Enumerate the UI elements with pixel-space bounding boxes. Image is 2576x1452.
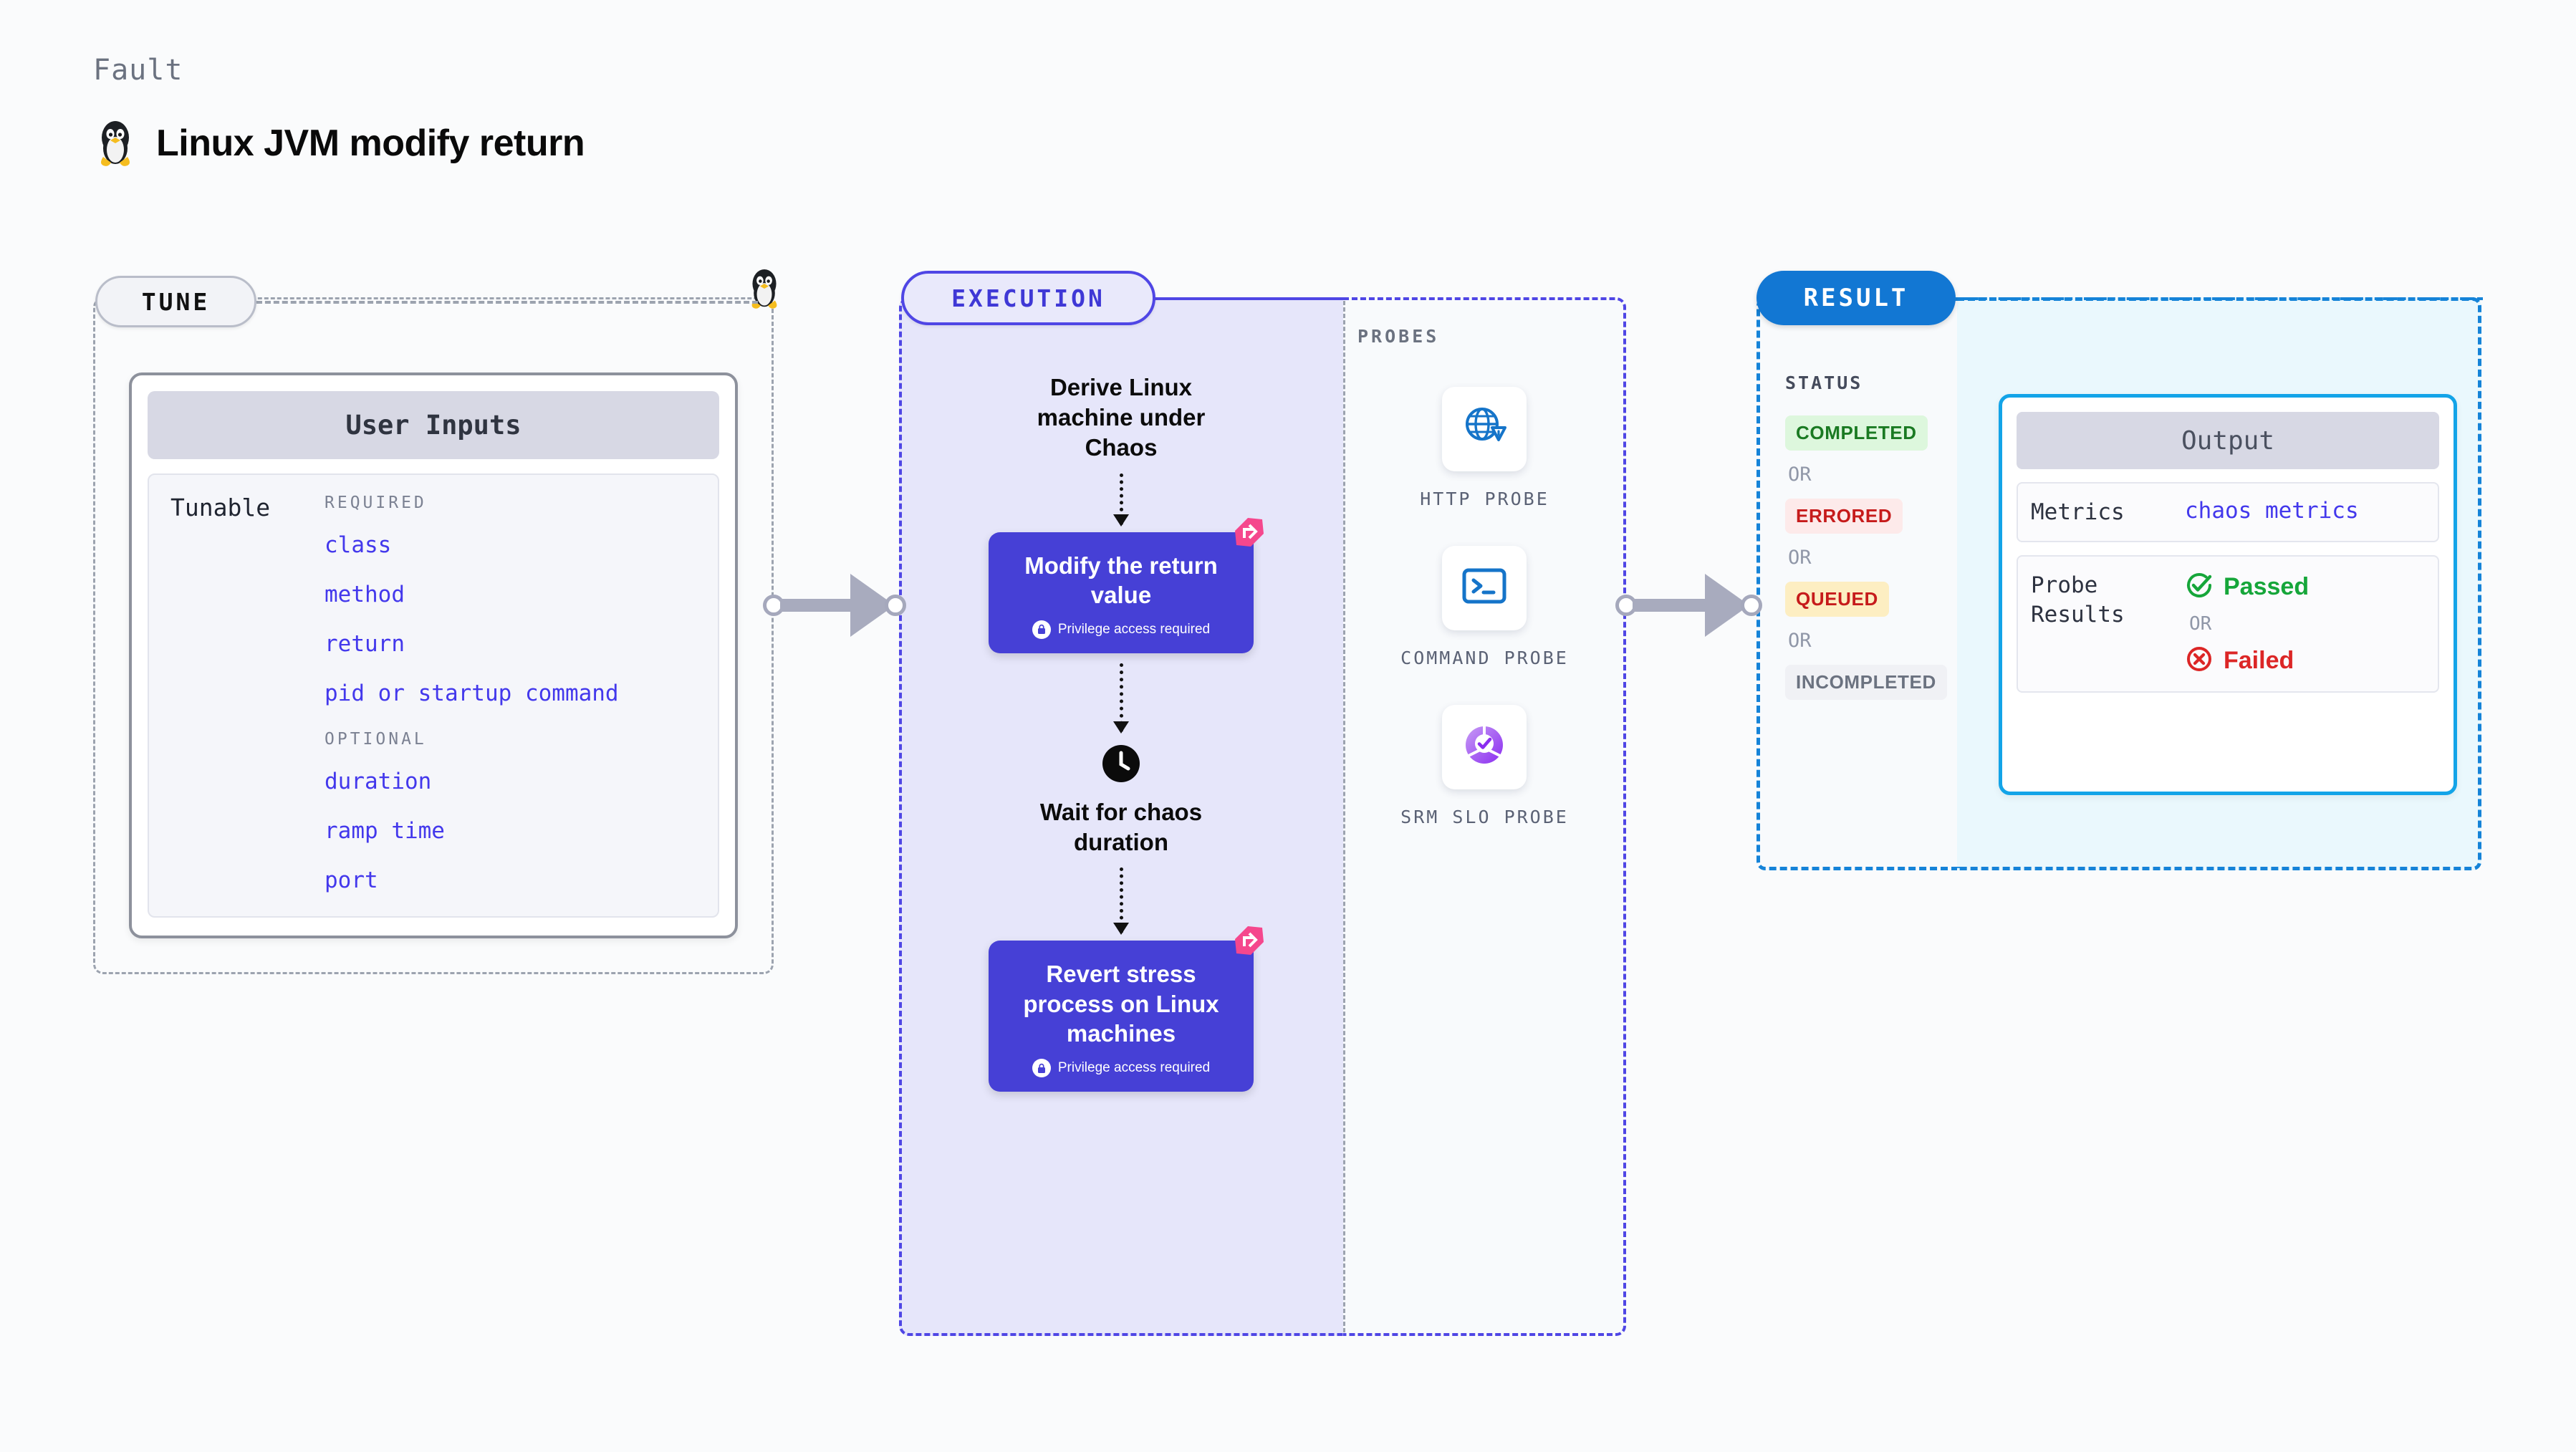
status-badge-completed: COMPLETED: [1785, 415, 1928, 451]
step-wait-for-chaos-duration: Wait for chaos duration: [1039, 798, 1203, 856]
tunable-list: REQUIRED class method return pid or star…: [325, 494, 718, 916]
probe-http-label: HTTP PROBE: [1420, 489, 1549, 509]
output-title: Output: [2017, 412, 2439, 469]
probe-result-passed: Passed: [2185, 571, 2309, 603]
privilege-note-1-label: Privilege access required: [1057, 621, 1211, 637]
probe-result-failed-label: Failed: [2224, 647, 2294, 675]
tunable-ramp-time[interactable]: ramp time: [325, 818, 445, 844]
step-modify-return-value[interactable]: Modify the return value Privilege access…: [989, 517, 1264, 653]
probe-command[interactable]: COMMAND PROBE: [1400, 545, 1569, 670]
execution-leader-line: [1155, 297, 1342, 300]
status-badge-incompleted: INCOMPLETED: [1785, 665, 1947, 700]
result-pill[interactable]: RESULT: [1756, 271, 1956, 325]
user-inputs-body: Tunable REQUIRED class method return pid…: [148, 473, 719, 918]
tunable-class[interactable]: class: [325, 532, 392, 558]
fault-badge-icon: [1232, 925, 1265, 961]
connector-tune-to-execution: [763, 573, 906, 638]
tune-linux-tux-icon: [745, 266, 784, 314]
status-badge-queued: QUEUED: [1785, 582, 1889, 617]
page-title: Linux JVM modify return: [156, 122, 585, 164]
step-revert-stress-process[interactable]: Revert stress process on Linux machines …: [989, 926, 1264, 1092]
connector-probes-to-result: [1615, 573, 1762, 638]
privilege-note-1: Privilege access required: [1003, 620, 1239, 639]
probes-list: HTTP PROBE COMMAND PROBE: [1343, 387, 1626, 829]
probe-command-label: COMMAND PROBE: [1400, 647, 1569, 668]
privilege-note-2: Privilege access required: [1003, 1059, 1239, 1078]
output-row-metrics: Metrics chaos metrics: [2017, 482, 2439, 543]
tune-panel: [93, 297, 774, 974]
status-badge-errored: ERRORED: [1785, 499, 1903, 534]
tunable-method[interactable]: method: [325, 582, 405, 607]
step-modify-return-value-label: Modify the return value: [1024, 552, 1218, 609]
tunable-pid-or-startup-command[interactable]: pid or startup command: [325, 681, 619, 706]
execution-panel: [899, 297, 1343, 1336]
probe-result-or: OR: [2189, 613, 2212, 635]
probe-srm-slo-label: SRM SLO PROBE: [1400, 806, 1569, 827]
probe-result-passed-label: Passed: [2224, 573, 2310, 601]
status-or-1: OR: [1788, 463, 1812, 486]
x-circle-icon: [2185, 645, 2214, 677]
execution-flow: Derive Linux machine under Chaos Modify …: [899, 372, 1343, 1092]
check-circle-icon: [2185, 571, 2214, 603]
probes-divider: [1343, 301, 1345, 1332]
linux-tux-icon: [93, 118, 138, 168]
fault-eyebrow-label: Fault: [93, 54, 183, 87]
execution-pill[interactable]: EXECUTION: [901, 271, 1155, 325]
step-revert-stress-process-label: Revert stress process on Linux machines: [1023, 961, 1219, 1047]
status-list: COMPLETED OR ERRORED OR QUEUED OR INCOMP…: [1785, 415, 1950, 700]
lock-icon: [1032, 1059, 1051, 1078]
tune-leader-line: [256, 301, 758, 304]
status-or-3: OR: [1788, 630, 1812, 652]
terminal-icon: [1461, 566, 1507, 610]
page-title-row: Linux JVM modify return: [93, 118, 585, 168]
output-metrics-value[interactable]: chaos metrics: [2185, 498, 2359, 524]
tunable-port[interactable]: port: [325, 867, 378, 893]
probe-srm-slo-tile[interactable]: [1442, 704, 1527, 789]
output-metrics-key: Metrics: [2031, 499, 2125, 525]
fault-badge-icon: [1232, 516, 1265, 553]
probe-command-tile[interactable]: [1442, 545, 1527, 630]
status-title: STATUS: [1785, 372, 1863, 393]
flow-arrow-1: [1113, 473, 1129, 527]
clock-icon: [1101, 744, 1141, 787]
probe-http-tile[interactable]: [1442, 387, 1527, 471]
user-inputs-card: User Inputs Tunable REQUIRED class metho…: [129, 372, 738, 938]
status-or-2: OR: [1788, 547, 1812, 569]
probe-result-failed: Failed: [2185, 645, 2309, 677]
privilege-note-2-label: Privilege access required: [1057, 1060, 1211, 1076]
flow-arrow-2: [1113, 663, 1129, 734]
output-probe-results-value: Passed OR Failed: [2185, 571, 2309, 677]
probe-srm-slo[interactable]: SRM SLO PROBE: [1400, 704, 1569, 830]
tunable-row-label: Tunable: [170, 494, 271, 521]
required-group-label: REQUIRED: [325, 494, 427, 512]
optional-group-label: OPTIONAL: [325, 730, 427, 749]
flow-arrow-3: [1113, 867, 1129, 936]
tunable-return[interactable]: return: [325, 631, 405, 657]
probes-title: PROBES: [1357, 326, 1440, 347]
probe-http[interactable]: HTTP PROBE: [1420, 387, 1549, 511]
result-leader-line: [1956, 297, 2483, 300]
tune-pill[interactable]: TUNE: [95, 276, 256, 327]
step-derive-linux-machine: Derive Linux machine under Chaos: [1037, 374, 1206, 461]
globe-alert-icon: [1461, 404, 1508, 455]
srm-slo-donut-icon: [1461, 721, 1508, 772]
user-inputs-title: User Inputs: [148, 391, 719, 459]
lock-icon: [1032, 620, 1051, 639]
tunable-duration[interactable]: duration: [325, 769, 432, 794]
